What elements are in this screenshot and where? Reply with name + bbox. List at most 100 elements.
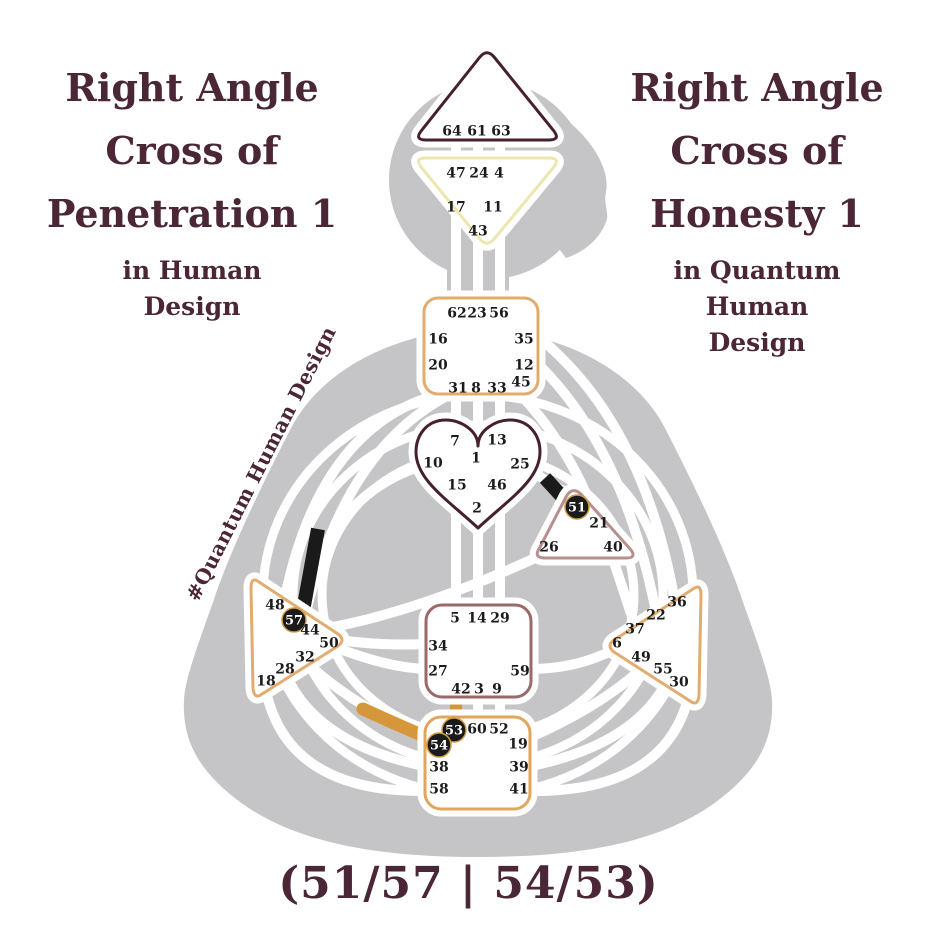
right-title-line3: Honesty 1 <box>650 191 864 236</box>
sacral-center <box>424 603 533 699</box>
channel-12-22 <box>532 358 660 608</box>
channel-35-36 <box>532 331 679 598</box>
ajna-center <box>417 156 558 245</box>
will-center <box>535 489 635 560</box>
left-title-line1: Right Angle <box>65 65 319 110</box>
left-subtitle-line1: in Human <box>122 256 262 285</box>
gate-5: 5 <box>450 611 460 627</box>
gate-59: 59 <box>510 664 529 680</box>
gate-39: 39 <box>509 760 528 776</box>
gate-27: 27 <box>428 664 447 680</box>
gate-42: 42 <box>451 682 470 698</box>
gate-49: 49 <box>631 650 650 666</box>
gate-32: 32 <box>295 650 314 666</box>
gate-43: 43 <box>468 224 487 240</box>
gate-52: 52 <box>489 722 508 738</box>
gate-30: 30 <box>669 675 689 691</box>
throat-center <box>422 296 540 396</box>
left-title-line3: Penetration 1 <box>46 191 338 236</box>
channel-38-28 <box>282 674 426 771</box>
gate-63: 63 <box>491 124 510 140</box>
right-subtitle-line1: in Quantum <box>673 256 841 285</box>
right-title-line2: Cross of <box>670 128 844 173</box>
gate-60: 60 <box>467 722 487 738</box>
head-center <box>417 51 558 142</box>
gate-36: 36 <box>667 595 686 611</box>
gate-41: 41 <box>509 782 528 798</box>
centers <box>243 45 709 817</box>
right-title-line1: Right Angle <box>630 65 884 110</box>
gate-13: 13 <box>487 433 506 449</box>
gate-16: 16 <box>428 332 447 348</box>
gate-54: 54 <box>430 739 448 754</box>
left-title-block: Right Angle Cross of Penetration 1 in Hu… <box>12 56 372 325</box>
gate-35: 35 <box>514 332 533 348</box>
gate-11: 11 <box>483 200 502 216</box>
channel-40-37 <box>607 554 640 628</box>
channel-58-18 <box>261 689 425 797</box>
right-title-block: Right Angle Cross of Honesty 1 in Quantu… <box>577 56 937 361</box>
gate-57: 57 <box>285 614 303 629</box>
gate-50: 50 <box>319 636 339 652</box>
gate-22: 22 <box>646 608 665 624</box>
gate-55: 55 <box>653 662 672 678</box>
gate-38: 38 <box>429 760 448 776</box>
gate-47: 47 <box>446 166 465 182</box>
gate-9: 9 <box>492 682 502 698</box>
gate-44: 44 <box>300 623 320 639</box>
gate-46: 46 <box>487 478 506 494</box>
gate-21: 21 <box>589 516 608 532</box>
gate-1: 1 <box>471 451 481 467</box>
spleen-center <box>249 578 344 698</box>
right-subtitle-line2: Human <box>705 292 809 321</box>
gate-14: 14 <box>467 611 487 627</box>
right-subtitle-line3: Design <box>708 328 806 357</box>
g-center <box>414 418 542 530</box>
channel-34-57 <box>339 635 428 650</box>
gate-15: 15 <box>447 478 466 494</box>
highlighted-gate-circle-57 <box>281 607 307 633</box>
gate-31: 31 <box>448 381 467 397</box>
gate-64: 64 <box>442 124 462 140</box>
gate-33: 33 <box>487 381 506 397</box>
gate-45: 45 <box>511 375 530 391</box>
gate-48: 48 <box>265 598 284 614</box>
highlighted-gate-circle-54 <box>426 732 452 758</box>
cross-gates-label: (51/57 | 54/53) <box>278 858 659 909</box>
highlighted-gate-circle-51 <box>564 494 590 520</box>
gate-24: 24 <box>469 166 489 182</box>
gate-10: 10 <box>423 456 443 472</box>
channel-44-26 <box>321 548 549 634</box>
left-subtitle-line2: Design <box>143 292 241 321</box>
gate-28: 28 <box>275 662 294 678</box>
gate-17: 17 <box>446 200 465 216</box>
gate-12: 12 <box>514 358 533 374</box>
gate-34: 34 <box>428 639 448 655</box>
gate-37: 37 <box>625 622 644 638</box>
gate-3: 3 <box>474 682 484 698</box>
gate-53: 53 <box>445 724 463 739</box>
solar-plexus-center <box>608 585 703 705</box>
gate-62: 62 <box>447 306 466 322</box>
gate-56: 56 <box>489 306 508 322</box>
gate-2: 2 <box>472 501 482 517</box>
gate-61: 61 <box>467 124 486 140</box>
highlight-channel-57 <box>296 527 325 613</box>
silhouette-face-profile <box>545 115 608 258</box>
gate-20: 20 <box>428 358 448 374</box>
gate-25: 25 <box>510 457 529 473</box>
gate-19: 19 <box>508 737 527 753</box>
gate-7: 7 <box>450 434 460 450</box>
right-subtitle: in Quantum Human Design <box>577 253 937 361</box>
gate-29: 29 <box>490 611 509 627</box>
channel-41-30 <box>530 689 695 797</box>
left-title-line2: Cross of <box>105 128 279 173</box>
gate-8: 8 <box>471 381 481 397</box>
gate-4: 4 <box>494 166 504 182</box>
gate-26: 26 <box>539 540 558 556</box>
gate-40: 40 <box>603 540 623 556</box>
channel-39-55 <box>529 674 674 771</box>
